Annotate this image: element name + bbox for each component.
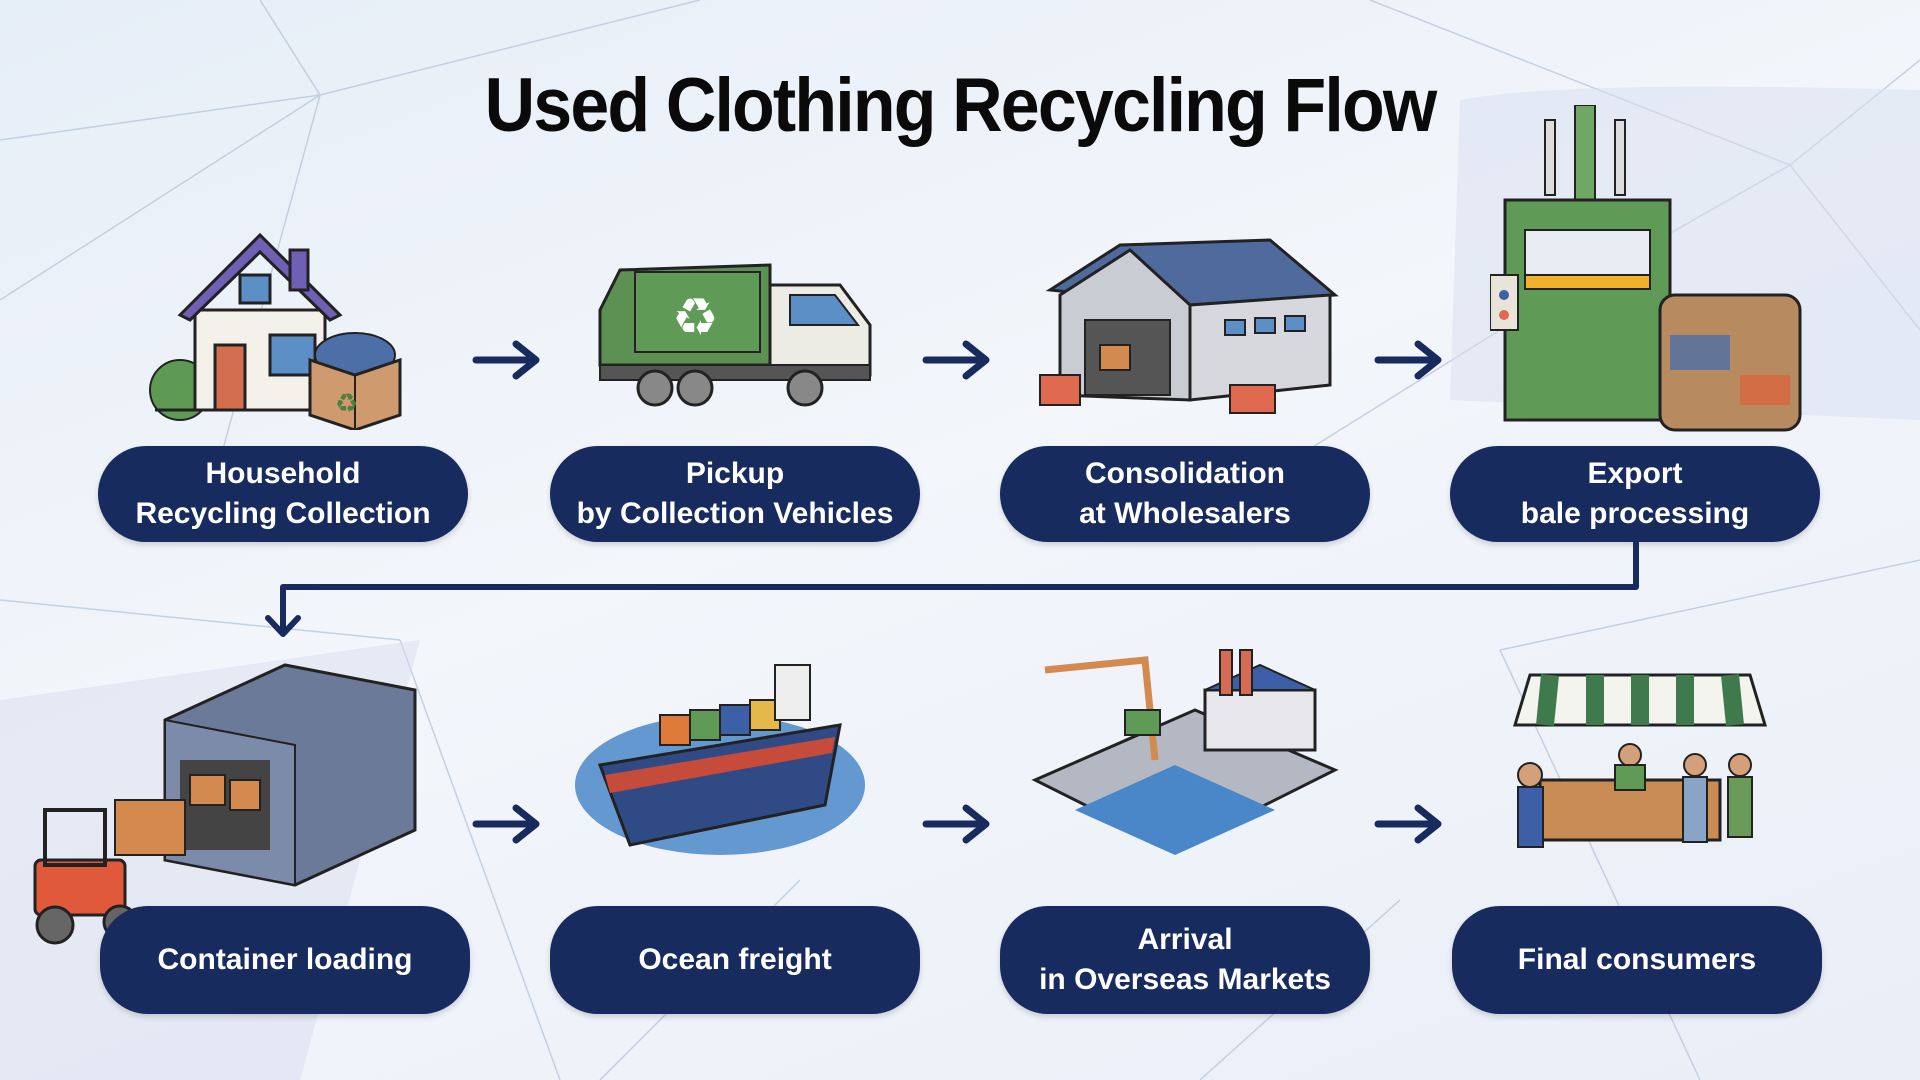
recycling-truck-icon: ♻ bbox=[598, 263, 872, 407]
step-container-loading: Container loading bbox=[100, 906, 470, 1014]
step-ocean-freight: Ocean freight bbox=[550, 906, 920, 1014]
arrow-right-icon bbox=[922, 804, 990, 844]
step-title: Ocean freight bbox=[638, 943, 832, 976]
svg-text:♻: ♻ bbox=[335, 389, 358, 419]
arrow-right-icon bbox=[472, 340, 540, 380]
arrow-right-icon bbox=[1374, 340, 1442, 380]
svg-text:♻: ♻ bbox=[672, 288, 719, 348]
port-icon bbox=[1031, 649, 1339, 855]
step-subtitle: by Collection Vehicles bbox=[576, 497, 894, 530]
step-title: Container loading bbox=[157, 943, 413, 976]
step-title: Arrival bbox=[1137, 923, 1233, 956]
step-export-bale-processing: Export bale processing bbox=[1450, 446, 1820, 542]
market-stall-icon bbox=[1512, 673, 1768, 848]
step-subtitle: in Overseas Markets bbox=[1039, 963, 1331, 996]
step-consolidation-at-wholesalers: Consolidation at Wholesalers bbox=[1000, 446, 1370, 542]
step-title: Household bbox=[205, 457, 361, 490]
step-final-consumers: Final consumers bbox=[1452, 906, 1822, 1014]
step-title: Export bbox=[1587, 457, 1683, 490]
step-arrival-in-overseas-markets: Arrival in Overseas Markets bbox=[1000, 906, 1370, 1014]
arrow-right-icon bbox=[1374, 804, 1442, 844]
step-title: Consolidation bbox=[1085, 457, 1285, 490]
house-with-box-icon: ♻ bbox=[149, 232, 402, 430]
step-title: Pickup bbox=[685, 457, 785, 490]
baling-press-icon bbox=[1490, 105, 1802, 432]
step-subtitle: at Wholesalers bbox=[1079, 497, 1291, 530]
step-subtitle: bale processing bbox=[1520, 497, 1750, 530]
step-subtitle: Recycling Collection bbox=[135, 497, 431, 530]
warehouse-icon bbox=[1039, 238, 1339, 414]
step-pickup-by-collection-vehicles: Pickup by Collection Vehicles bbox=[550, 446, 920, 542]
page-title: Used Clothing Recycling Flow bbox=[484, 63, 1438, 148]
arrow-right-icon bbox=[922, 340, 990, 380]
step-title: Final consumers bbox=[1517, 943, 1757, 976]
arrow-right-icon bbox=[472, 804, 540, 844]
cargo-ship-icon bbox=[575, 664, 865, 855]
step-household-recycling-collection: Household Recycling Collection bbox=[98, 446, 468, 542]
